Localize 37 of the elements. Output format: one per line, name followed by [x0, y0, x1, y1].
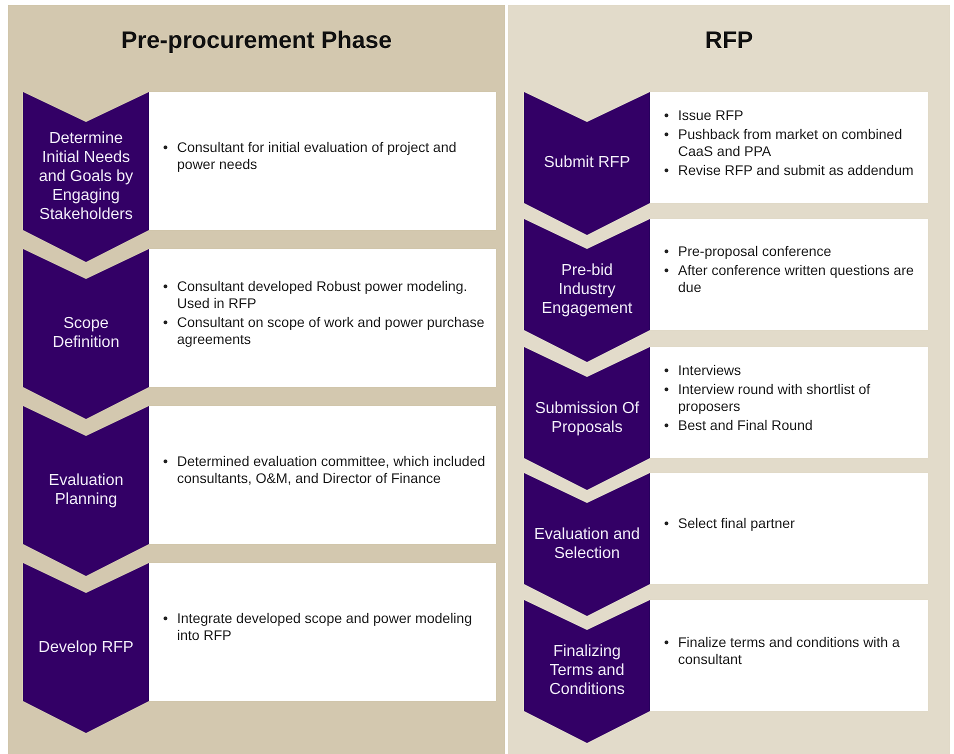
bullet-item: • Interview round with shortlist of proposers	[664, 380, 872, 414]
detail-box	[650, 92, 928, 203]
detail-box	[149, 563, 496, 701]
bullet-item: • Best and Final Round	[664, 416, 814, 434]
bullet-item: • Integrate developed scope and power modeling into RFP	[163, 610, 473, 644]
detail-box	[149, 249, 496, 387]
step-label: Submit RFP	[544, 153, 630, 172]
step-label: Submission Of Proposals	[534, 398, 640, 436]
step-label: Evaluation Planning	[48, 471, 124, 509]
bullet-item: • Determined evaluation committee, which included consultants, O&M, and Director of Finance	[163, 453, 486, 487]
step-label: Evaluation and Selection	[534, 524, 640, 562]
detail-box	[149, 92, 496, 230]
panel-title: RFP	[705, 27, 753, 54]
step-label: Pre-bid Industry Engagement	[540, 261, 634, 318]
bullet-item: • After conference written questions are due	[664, 262, 915, 296]
detail-box	[650, 473, 928, 584]
bullet-item: • Pushback from market on combined CaaS and PPA	[664, 126, 904, 160]
bullet-item: • Consultant on scope of work and power purchase agreements	[163, 314, 486, 348]
bullet-item: • Finalize terms and conditions with a consultant	[664, 634, 901, 668]
bullet-item: • Consultant developed Robust power modeling. Used in RFP	[163, 278, 468, 312]
bullet-item: • Interviews	[664, 362, 742, 378]
step-label: Finalizing Terms and Conditions	[548, 642, 626, 699]
panel-title: Pre-procurement Phase	[121, 27, 392, 54]
phase-panel	[508, 5, 950, 754]
bullet-item: • Consultant for initial evaluation of project and power needs	[163, 139, 458, 173]
detail-box	[650, 600, 928, 711]
phase-panel	[8, 5, 505, 754]
bullet-item: • Revise RFP and submit as addendum	[664, 162, 915, 178]
bullet-item: • Pre-proposal conference	[664, 243, 832, 260]
detail-box	[650, 219, 928, 330]
detail-box	[149, 406, 496, 544]
step-label: Scope Definition	[52, 314, 120, 352]
detail-box	[650, 347, 928, 458]
step-label: Develop RFP	[38, 638, 134, 656]
bullet-item: • Issue RFP	[664, 106, 744, 124]
step-label: Determine Initial Needs and Goals by Engaging Stakeholders	[38, 128, 134, 224]
bullet-item: • Select final partner	[664, 515, 796, 532]
